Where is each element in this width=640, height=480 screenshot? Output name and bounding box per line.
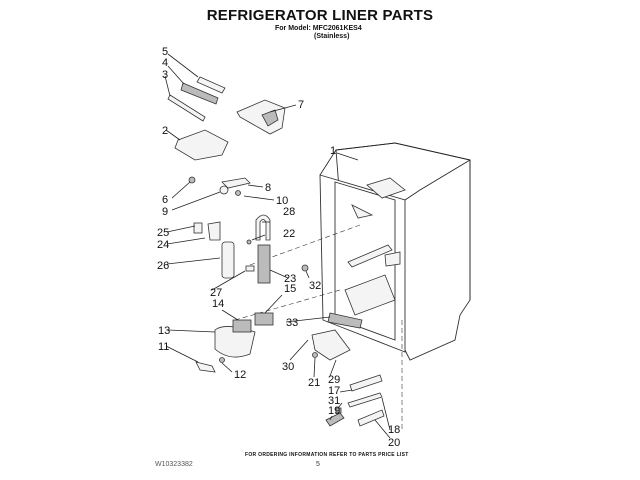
part-13-lens <box>214 326 256 358</box>
callout-7: 7 <box>298 99 304 111</box>
part-26-bracket <box>221 241 235 279</box>
page-number: 5 <box>316 461 320 468</box>
part-21-screw <box>312 352 318 358</box>
callout-10: 10 <box>276 195 288 207</box>
callout-22: 22 <box>283 228 295 240</box>
ref-line <box>234 289 341 321</box>
part-18-rod <box>347 392 383 408</box>
callout-11: 11 <box>158 341 169 353</box>
callout-13: 13 <box>158 325 170 337</box>
callout-5: 5 <box>162 46 168 58</box>
callout-20: 20 <box>388 437 400 449</box>
part-17-tube <box>349 374 383 392</box>
callout-32: 32 <box>309 280 321 292</box>
callout-1: 1 <box>330 145 336 157</box>
part-5-strip <box>196 76 226 94</box>
part-7-cover <box>236 99 286 135</box>
part-14-socket <box>232 319 252 333</box>
callout-29: 29 <box>328 374 340 386</box>
part-4-housing <box>180 82 219 105</box>
part-10-socket <box>235 190 241 196</box>
callout-19: 19 <box>328 405 340 417</box>
callout-30: 30 <box>282 361 294 373</box>
callout-33: 33 <box>286 317 298 329</box>
part-27-clip <box>245 265 255 272</box>
part-22-screw <box>246 239 252 245</box>
part-32-screw <box>301 264 309 272</box>
part-20-tube <box>357 409 385 427</box>
callout-27: 27 <box>210 287 222 299</box>
part-15-switch <box>254 312 274 326</box>
callout-15: 15 <box>284 283 296 295</box>
part-9-bulb <box>219 185 229 195</box>
callout-31: 31 <box>328 395 340 407</box>
finish-label: (Stainless) <box>314 33 350 40</box>
callout-28: 28 <box>283 206 295 218</box>
callout-26: 26 <box>157 260 169 272</box>
callout-8: 8 <box>265 182 271 194</box>
part-29-housing <box>311 329 351 361</box>
callout-4: 4 <box>162 57 168 69</box>
ordering-note: FOR ORDERING INFORMATION REFER TO PARTS … <box>245 452 409 458</box>
callout-2: 2 <box>162 125 168 137</box>
callout-21: 21 <box>308 377 320 389</box>
part-28-hook <box>255 214 271 241</box>
callout-23: 23 <box>284 273 296 285</box>
callout-3: 3 <box>162 69 168 81</box>
leader-lines <box>164 53 391 439</box>
part-8-bracket <box>221 177 251 189</box>
callout-17: 17 <box>328 385 340 397</box>
callout-9: 9 <box>162 206 168 218</box>
part-6-screw <box>188 176 196 184</box>
liner-cabinet <box>319 142 471 361</box>
callout-6: 6 <box>162 194 168 206</box>
part-33-control <box>327 312 363 329</box>
model-line: For Model: MFC2061KES4 <box>275 25 362 32</box>
part-19-bulb <box>325 412 345 427</box>
callout-14: 14 <box>212 298 224 310</box>
part-23-housing <box>257 244 271 284</box>
part-3-strip <box>167 94 206 122</box>
callout-25: 25 <box>157 227 169 239</box>
part-25-clip <box>193 222 203 234</box>
callout-24: 24 <box>157 239 169 251</box>
document-number: W10323382 <box>155 461 193 468</box>
part-11-grille <box>195 361 216 373</box>
callout-18: 18 <box>388 424 400 436</box>
page-title: REFRIGERATOR LINER PARTS <box>206 7 434 24</box>
callout-12: 12 <box>234 369 246 381</box>
part-12-screw <box>219 357 225 363</box>
part-24-bracket <box>207 221 221 241</box>
part-2-plate <box>174 129 229 161</box>
